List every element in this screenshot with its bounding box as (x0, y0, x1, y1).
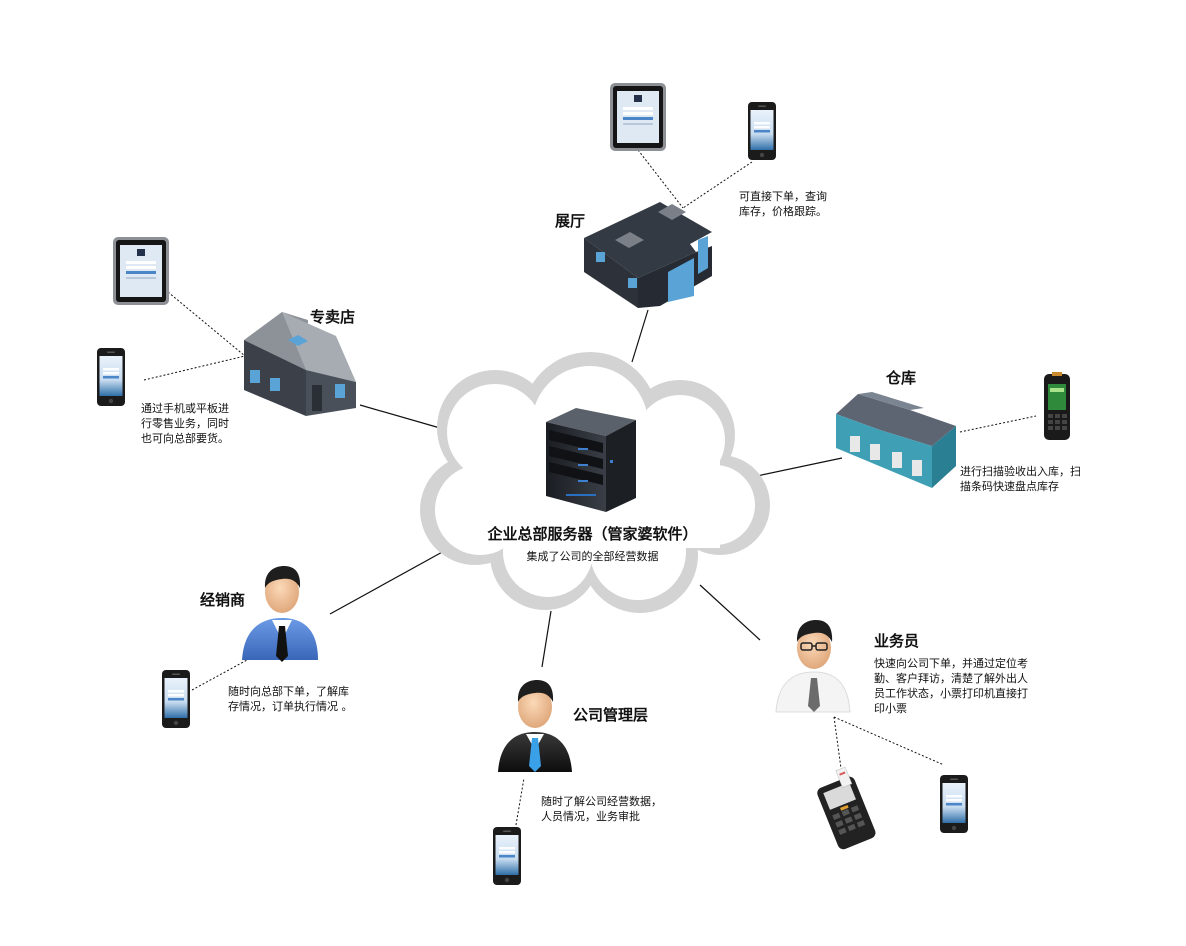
description-line: 存情况，订单执行情况 。 (228, 700, 353, 713)
warehouse-building-icon (836, 392, 956, 488)
manager-avatar-icon (498, 680, 572, 772)
link-salesman (699, 584, 761, 641)
description-line: 行零售业务，同时 (141, 417, 229, 430)
management-label: 公司管理层 (573, 706, 649, 724)
description-line: 人员情况，业务审批 (541, 810, 640, 823)
tablet-icon (113, 237, 169, 305)
store-label: 专卖店 (310, 308, 356, 326)
dealer-label: 经销商 (200, 591, 246, 609)
dotted-link (959, 415, 1037, 433)
management-description: 随时了解公司经营数据， 人员情况，业务审批 (541, 794, 662, 824)
showroom-building-icon (584, 202, 712, 308)
tablet-icon (610, 83, 666, 151)
link-management (541, 610, 552, 668)
description-line: 库存，价格跟踪。 (739, 205, 827, 218)
phone-icon (940, 775, 968, 833)
salesman-description: 快速向公司下单，并通过定位考 勤、客户拜访，清楚了解外出人 员工作状态，小票打印… (874, 656, 1028, 716)
receipt-printer-terminal-icon (817, 766, 876, 850)
description-line: 进行扫描验收出入库，扫 (960, 465, 1081, 478)
description-line: 随时向总部下单，了解库 (228, 685, 349, 698)
barcode-scanner-icon (1044, 372, 1070, 440)
dealer-description: 随时向总部下单，了解库 存情况，订单执行情况 。 (228, 684, 353, 714)
showroom-description: 可直接下单，查询 库存，价格跟踪。 (739, 189, 827, 219)
link-dealer (329, 544, 456, 615)
phone-icon (162, 670, 190, 728)
dotted-link (682, 161, 753, 209)
description-line: 随时了解公司经营数据， (541, 795, 662, 808)
description-line: 也可向总部要货。 (141, 432, 229, 445)
server-title: 企业总部服务器（管家婆软件） (487, 525, 698, 543)
showroom-label: 展厅 (555, 212, 586, 230)
store-building-icon (244, 312, 356, 416)
device-links (143, 149, 1037, 826)
dotted-link (833, 716, 844, 784)
dotted-link (191, 659, 248, 691)
description-line: 可直接下单，查询 (739, 190, 827, 203)
dealer-avatar-icon (242, 566, 318, 662)
dotted-link (167, 291, 246, 357)
description-line: 勤、客户拜访，清楚了解外出人 (874, 672, 1028, 685)
description-line: 员工作状态，小票打印机直接打 (874, 687, 1028, 700)
dotted-link (833, 716, 945, 766)
description-line: 印小票 (874, 702, 907, 715)
store-description: 通过手机或平板进 行零售业务，同时 也可向总部要货。 (141, 401, 229, 446)
phone-icon (97, 348, 125, 406)
warehouse-label: 仓库 (886, 369, 917, 387)
description-line: 描条码快速盘点库存 (960, 480, 1059, 493)
server-subtitle: 集成了公司的全部经营数据 (526, 550, 659, 563)
dotted-link (515, 777, 525, 826)
link-store (359, 404, 441, 429)
salesman-label: 业务员 (874, 632, 920, 650)
phone-icon (748, 102, 776, 160)
description-line: 通过手机或平板进 (141, 402, 229, 415)
link-showroom (631, 309, 649, 363)
server-icon (546, 408, 636, 512)
dotted-link (637, 149, 684, 209)
phone-icon (493, 827, 521, 885)
warehouse-description: 进行扫描验收出入库，扫 描条码快速盘点库存 (960, 464, 1081, 494)
dotted-link (143, 355, 246, 381)
description-line: 快速向公司下单，并通过定位考 (874, 657, 1028, 670)
salesman-avatar-icon (775, 620, 851, 713)
